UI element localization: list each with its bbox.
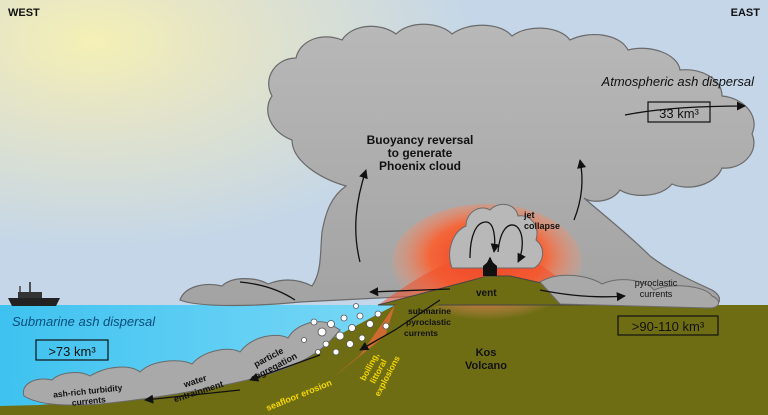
atmospheric-volume-value: 33 km³ <box>659 106 699 121</box>
jet-line-2: collapse <box>524 221 560 231</box>
pyroclastic-line-2: currents <box>640 289 673 299</box>
kos-line-1: Kos <box>476 347 497 359</box>
kos-line-2: Volcano <box>465 360 507 372</box>
west-label: WEST <box>8 7 40 19</box>
turbidity-cloud <box>22 321 341 406</box>
ash-cloud <box>179 23 755 307</box>
atmospheric-dispersal-arrow <box>624 101 746 116</box>
atmospheric-volume-box <box>647 101 711 123</box>
cloud-swirl-1 <box>239 281 296 301</box>
submarine-dispersal-label: Submarine ash dispersal <box>12 314 156 329</box>
phoenix-line-3: Phoenix cloud <box>379 159 461 173</box>
submarine-current-arrow <box>359 299 441 351</box>
phoenix-line-2: to generate <box>388 146 453 160</box>
phoenix-rise-arrow-left <box>355 169 368 263</box>
phoenix-rise-arrow-right <box>573 159 587 221</box>
seafloor-erosion-arrow <box>249 354 321 382</box>
submarine-pyroclastic-line-2: pyroclastic <box>406 317 451 327</box>
land-volume-value: >90-110 km³ <box>632 319 705 334</box>
turbidity-line-2: currents <box>71 394 106 408</box>
jet-collapse-arrow-right <box>497 224 526 263</box>
submarine-pyroclastic-line-3: currents <box>404 328 438 338</box>
jet-collapse-plume <box>449 203 543 269</box>
submarine-volume-value: >73 km³ <box>48 344 96 359</box>
pyroclastic-current-arrow <box>539 289 626 302</box>
ship-icon <box>8 282 60 306</box>
pyroclastic-cloud-right <box>539 274 719 309</box>
east-label: EAST <box>731 7 761 19</box>
jet-collapse-arrow-left <box>469 221 500 259</box>
phoenix-line-1: Buoyancy reversal <box>367 133 474 147</box>
turbidity-arrow <box>144 389 241 404</box>
jet-line-1: jet <box>523 210 535 220</box>
submarine-pyroclastic-line-1: submarine <box>408 306 451 316</box>
vent-label: vent <box>476 288 497 299</box>
land-volume-box <box>617 315 719 336</box>
boiling-debris <box>301 303 390 356</box>
atmospheric-dispersal-label: Atmospheric ash dispersal <box>601 74 756 89</box>
pyroclastic-line-1: pyroclastic <box>635 278 678 288</box>
westward-current-arrow <box>369 287 451 297</box>
submarine-volume-box <box>35 339 109 361</box>
